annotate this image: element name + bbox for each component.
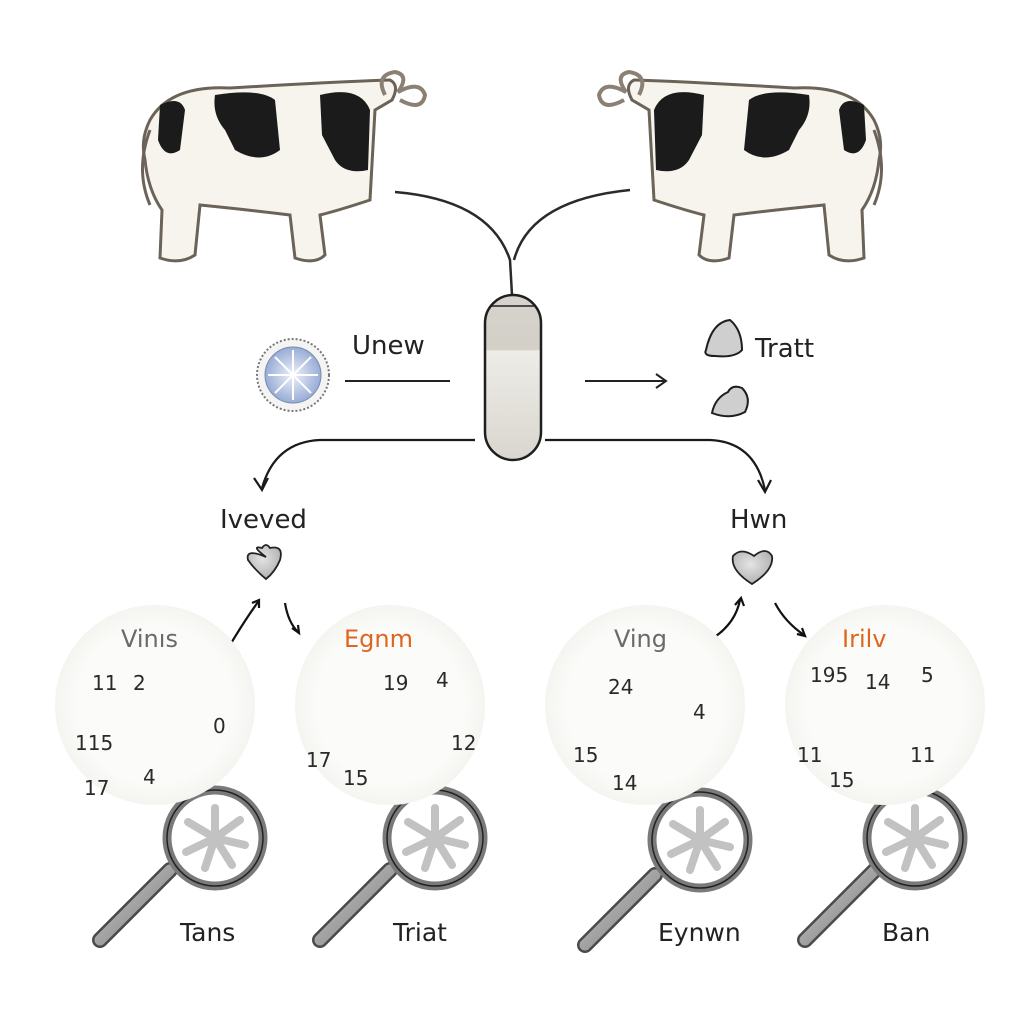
cluster-1-number: 17 xyxy=(84,776,110,800)
branch-label-right: Hwn xyxy=(730,505,788,535)
cluster-title-2: Egnm xyxy=(344,625,413,653)
cluster-4-number: 15 xyxy=(829,768,855,792)
label-tratt: Tratt xyxy=(755,334,815,364)
cluster-title-3: Ving xyxy=(614,625,668,653)
heart-icon-left xyxy=(246,544,282,581)
cluster-2-number: 17 xyxy=(306,748,332,772)
label-unew: Unew xyxy=(352,331,425,361)
cluster-cloud-4 xyxy=(785,605,985,805)
magnifier-icon-2 xyxy=(312,785,488,948)
magnifier-icon-4 xyxy=(797,785,968,948)
cluster-4-number: 14 xyxy=(865,670,891,694)
cluster-2-number: 15 xyxy=(343,766,369,790)
heart-icon-right xyxy=(731,550,774,586)
middle-connectors xyxy=(345,373,668,389)
cluster-cloud-1 xyxy=(55,605,255,805)
branch-label-left: Iveved xyxy=(220,505,307,535)
cluster-1-number: 0 xyxy=(213,714,226,738)
cow-right-illustration xyxy=(596,69,883,263)
cluster-2-number: 12 xyxy=(451,731,477,755)
cluster-3-number: 4 xyxy=(693,700,706,724)
cluster-3-number: 14 xyxy=(612,771,638,795)
cluster-1-number: 4 xyxy=(143,765,156,789)
cluster-title-1: Vinıs xyxy=(121,625,178,653)
cluster-3-number: 15 xyxy=(573,743,599,767)
cluster-1-number: 11 xyxy=(92,671,118,695)
cluster-4-number: 11 xyxy=(797,743,823,767)
magnifier-icon-3 xyxy=(577,787,753,953)
cow-left-illustration xyxy=(141,69,428,263)
blue-rosette-icon xyxy=(256,338,330,412)
cluster-1-number: 2 xyxy=(133,671,146,695)
cluster-1-number: 115 xyxy=(75,731,114,755)
cluster-cloud-3 xyxy=(545,605,745,805)
cluster-4-number: 5 xyxy=(921,663,934,687)
device-wires xyxy=(394,188,631,296)
cluster-2-number: 4 xyxy=(436,668,449,692)
lens-label-3: Eynwn xyxy=(658,918,741,947)
cluster-cloud-2 xyxy=(295,605,485,805)
magnifier-icon-1 xyxy=(92,785,268,948)
grey-pebble-icons xyxy=(704,318,749,418)
branch-arrows xyxy=(253,438,772,495)
capsule-device-icon xyxy=(483,293,543,462)
cluster-4-number: 195 xyxy=(810,663,849,687)
cluster-4-number: 11 xyxy=(910,743,936,767)
cluster-title-4: Irilv xyxy=(842,625,887,653)
lens-label-4: Ban xyxy=(882,918,931,947)
lens-label-2: Triat xyxy=(393,918,447,947)
lens-label-1: Tans xyxy=(180,918,236,947)
cluster-2-number: 19 xyxy=(383,671,409,695)
cluster-3-number: 24 xyxy=(608,675,634,699)
